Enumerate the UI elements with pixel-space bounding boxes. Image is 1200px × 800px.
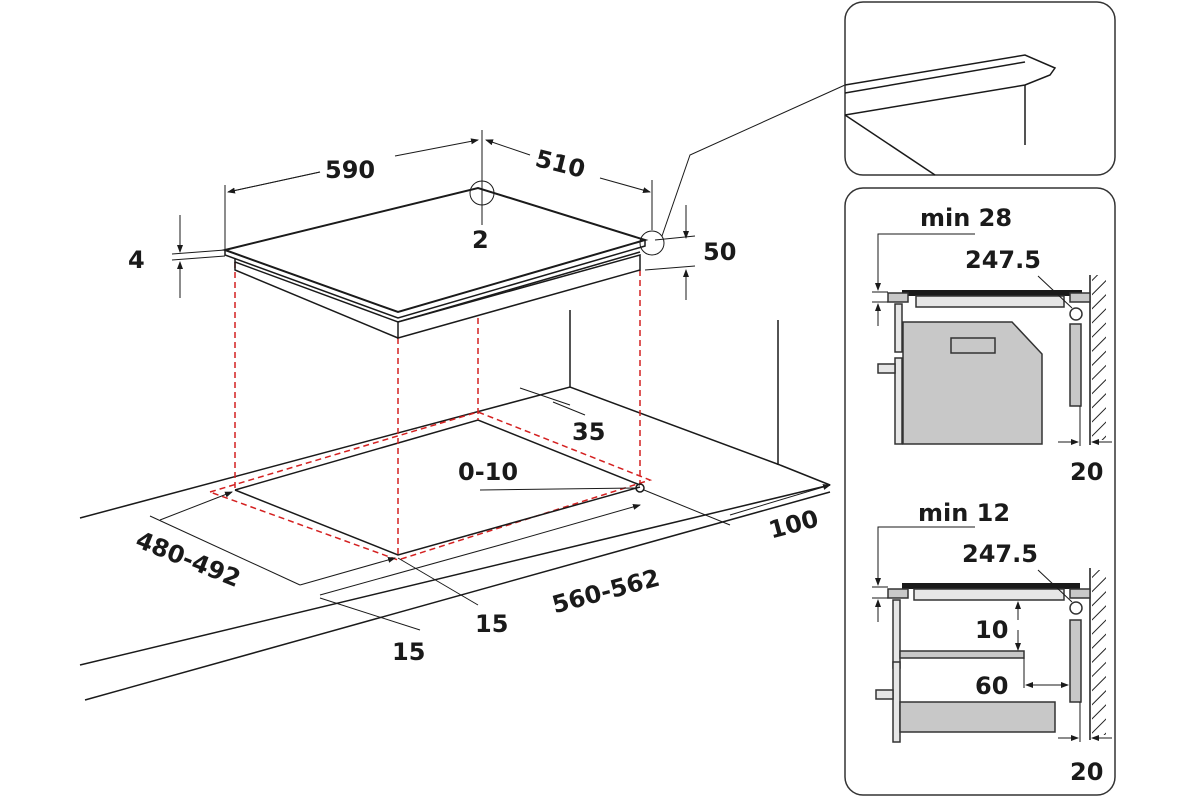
hob (221, 84, 846, 339)
edge-detail-circle (639, 230, 665, 256)
oven-dimension-label: 247.5 (965, 246, 1041, 274)
countertop (79, 310, 831, 701)
cutout-width-label: 560-562 (549, 564, 663, 620)
shelf-gap-label: 10 (975, 616, 1008, 644)
oven-min-label: min 28 (920, 204, 1012, 232)
glass-thickness-label: 4 (128, 246, 145, 274)
cutout-depth-label: 480-492 (132, 526, 245, 593)
drawer-min-label: min 12 (918, 499, 1010, 527)
front-offset-b-label: 15 (392, 638, 425, 666)
corner-radius-label: 2 (472, 226, 489, 254)
width-label: 590 (325, 156, 375, 184)
side-clearance-label: 100 (766, 504, 822, 544)
oven-section: min 28 247.5 20 (872, 204, 1112, 486)
drawer-wall-gap-label: 20 (1070, 758, 1103, 786)
edge-detail-inset (844, 1, 1116, 176)
drawer-section: min 12 247.5 10 60 20 (872, 499, 1112, 786)
rear-gap-label: 60 (975, 672, 1008, 700)
oven-wall-gap-label: 20 (1070, 458, 1103, 486)
drawer-dimension-label: 247.5 (962, 540, 1038, 568)
gap-label: 0-10 (458, 458, 518, 486)
back-clearance-label: 35 (572, 418, 605, 446)
front-offset-a-label: 15 (475, 610, 508, 638)
depth-label: 510 (533, 144, 588, 183)
cutout (207, 262, 653, 561)
height-label: 50 (703, 238, 736, 266)
dimension-lines (149, 130, 831, 631)
